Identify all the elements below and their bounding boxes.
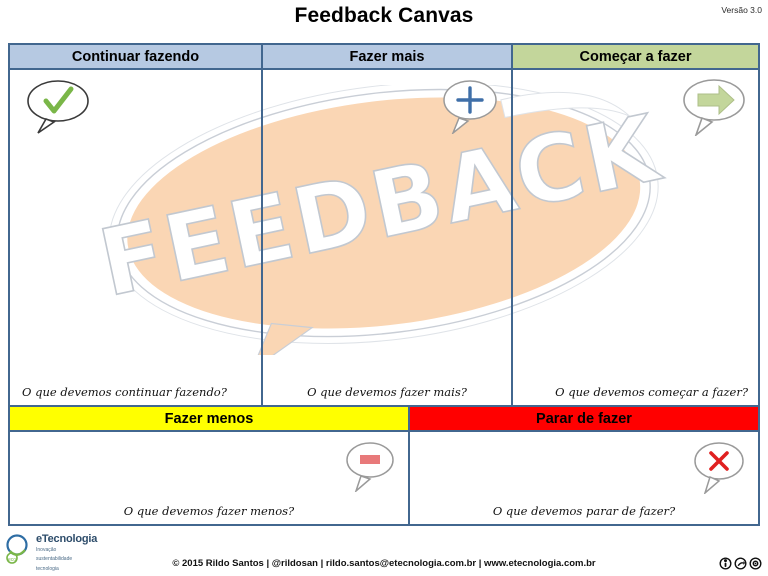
column-header-comecar-a-fazer: Começar a fazer — [513, 45, 758, 70]
canvas-top-row: Continuar fazendo O que devemos continua… — [10, 45, 758, 405]
arrow-bubble-icon — [678, 78, 750, 141]
column-body-fazer-mais[interactable]: O que devemos fazer mais? — [263, 70, 511, 405]
prompt-fazer-menos: O que devemos fazer menos? — [123, 504, 295, 518]
logo-tagline-2: sustentabilidade — [36, 556, 73, 563]
minus-bubble-icon — [340, 440, 400, 497]
prompt-continuar-fazendo: O que devemos continuar fazendo? — [22, 385, 227, 399]
x-bubble-icon — [688, 440, 750, 499]
prompt-fazer-mais: O que devemos fazer mais? — [307, 385, 467, 399]
column-fazer-mais[interactable]: Fazer mais O que devemos fazer mais? — [261, 45, 513, 405]
column-body-parar-de-fazer[interactable]: O que devemos parar de fazer? — [410, 432, 758, 524]
column-header-continuar-fazendo: Continuar fazendo — [10, 45, 261, 70]
check-bubble-icon — [20, 78, 92, 139]
page-header: Feedback Canvas Versão 3.0 — [0, 0, 768, 40]
creative-commons-badges — [719, 557, 762, 570]
page-footer: eco eTecnologia Inovação sustentabilidad… — [0, 528, 768, 576]
prompt-comecar-a-fazer: O que devemos começar a fazer? — [555, 385, 748, 399]
etecnologia-logo: eco eTecnologia Inovação sustentabilidad… — [6, 534, 97, 573]
column-fazer-menos[interactable]: Fazer menos O que devemos fazer menos? — [10, 407, 410, 524]
cc-sa-icon — [749, 557, 762, 570]
column-continuar-fazendo[interactable]: Continuar fazendo O que devemos continua… — [10, 45, 261, 405]
plus-bubble-icon — [437, 78, 503, 139]
column-comecar-a-fazer[interactable]: Começar a fazer O que devemos começar a … — [513, 45, 758, 405]
column-header-fazer-menos: Fazer menos — [10, 407, 408, 432]
prompt-parar-de-fazer: O que devemos parar de fazer? — [492, 504, 676, 518]
copyright-line: © 2015 Rildo Santos | @rildosan | rildo.… — [172, 558, 596, 569]
logo-mark-icon: eco — [6, 534, 28, 564]
column-body-comecar-a-fazer[interactable]: O que devemos começar a fazer? — [513, 70, 758, 405]
page-title: Feedback Canvas — [294, 4, 474, 27]
version-label: Versão 3.0 — [721, 5, 762, 15]
column-header-fazer-mais: Fazer mais — [263, 45, 511, 70]
logo-tagline-3: tecnologia — [36, 565, 59, 572]
cc-by-icon — [734, 557, 747, 570]
feedback-canvas: FEEDBACK Continuar fazendo O que devemos… — [8, 43, 760, 526]
canvas-bottom-row: Fazer menos O que devemos fazer menos? P… — [10, 405, 758, 524]
svg-text:eco: eco — [8, 557, 16, 563]
logo-text-block: eTecnologia Inovação sustentabilidade te… — [36, 534, 97, 573]
column-parar-de-fazer[interactable]: Parar de fazer O que devemos parar de fa… — [410, 407, 758, 524]
logo-name: eTecnologia — [36, 533, 98, 545]
column-header-parar-de-fazer: Parar de fazer — [410, 407, 758, 432]
cc-icon — [719, 557, 732, 570]
column-body-continuar-fazendo[interactable]: O que devemos continuar fazendo? — [10, 70, 261, 405]
logo-tagline-1: Inovação — [36, 547, 57, 553]
column-body-fazer-menos[interactable]: O que devemos fazer menos? — [10, 432, 408, 524]
